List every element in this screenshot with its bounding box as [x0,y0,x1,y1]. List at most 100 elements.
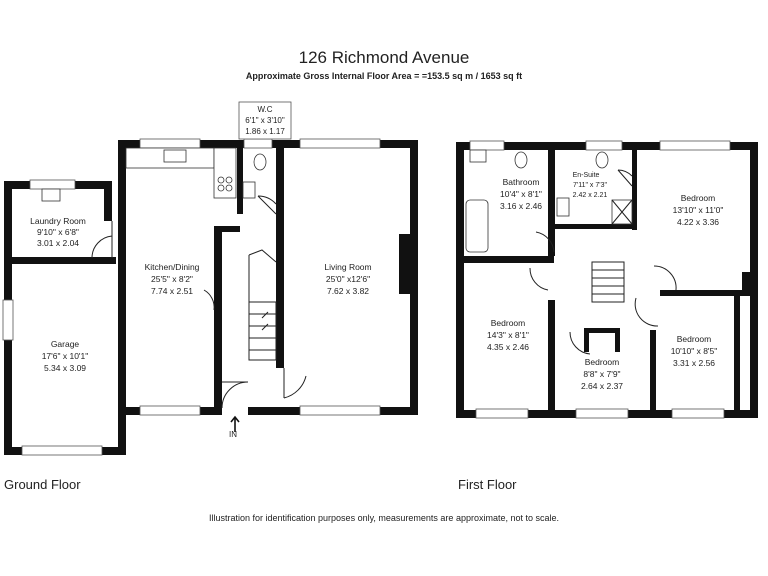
wall [464,256,554,263]
sink-icon [163,149,187,163]
entrance-label: IN [229,430,237,439]
room-name-laundry: Laundry Room [30,216,86,226]
wall [548,300,555,410]
room-size-imperial-kitchen: 25'5" x 8'2" [151,274,193,284]
room-size-metric-wc: 1.86 x 1.17 [245,127,285,136]
wall [632,150,637,230]
stair-direction-arrow [261,311,269,331]
basin-icon [242,181,256,199]
wall [584,328,620,333]
wall [118,140,126,415]
room-size-imperial-garage: 17'6" x 10'1" [42,351,89,361]
room-size-metric-garage: 5.34 x 3.09 [44,363,86,373]
window [475,408,529,419]
wall [650,330,656,410]
window [659,140,731,151]
door-swing [203,289,215,311]
window [469,140,505,151]
window [299,138,381,149]
room-name-ensuite: En-Suite [573,172,600,179]
door-swing [653,265,677,291]
room-size-metric-bedroom-1: 4.22 x 3.36 [677,217,719,227]
door-swing [617,169,633,187]
basin-icon [469,149,487,163]
window [2,299,14,341]
room-size-imperial-laundry: 9'10" x 6'8" [37,227,79,237]
wall [118,405,126,455]
room-size-metric-bathroom: 3.16 x 2.46 [500,201,542,211]
room-name-bedroom-3: Bedroom [585,357,620,367]
wall [584,328,589,352]
wall [555,224,637,229]
sink-icon [41,188,61,202]
window [671,408,725,419]
room-size-imperial-bedroom-4: 10'10" x 8'5" [671,346,718,356]
room-size-metric-bedroom-2: 4.35 x 2.46 [487,342,529,352]
window [243,138,273,149]
first-floor-label: First Floor [458,477,517,492]
wall [456,142,464,418]
room-size-metric-kitchen: 7.74 x 2.51 [151,286,193,296]
hob-icon [225,184,233,192]
window [139,138,201,149]
room-size-imperial-bedroom-3: 8'8" x 7'9" [583,369,620,379]
room-size-imperial-ensuite: 7'11" x 7'3" [573,182,607,189]
chimney-breast [399,234,411,294]
wall [548,150,555,256]
wall [660,290,750,296]
wall [734,296,740,410]
ground-floor-plan: IN W.C 6'1" x 3'10" 1.86 x 1.17 Laundry … [2,101,418,456]
window [29,179,76,190]
room-size-metric-laundry: 3.01 x 2.04 [37,238,79,248]
room-name-garage: Garage [51,339,80,349]
toilet-icon [253,153,267,171]
wall [410,140,418,415]
hob-icon [217,184,225,192]
bathtub-icon [465,199,489,253]
room-size-metric-ensuite: 2.42 x 2.21 [573,192,608,199]
wall [214,226,240,232]
garage-door [21,445,103,456]
first-floor-plan: Bathroom 10'4" x 8'1" 3.16 x 2.46 En-Sui… [456,140,758,419]
wall [214,230,222,415]
door-swing [569,331,591,355]
wall [276,148,284,368]
room-size-metric-bedroom-4: 3.31 x 2.56 [673,358,715,368]
room-name-bedroom-1: Bedroom [681,193,716,203]
door-swing [283,368,307,399]
staircase [248,301,277,361]
wall [12,257,116,264]
room-name-bedroom-4: Bedroom [677,334,712,344]
staircase [591,261,625,303]
door-swing [634,297,659,327]
room-size-metric-bedroom-3: 2.64 x 2.37 [581,381,623,391]
room-name-kitchen: Kitchen/Dining [145,262,200,272]
shower-tray-icon [611,199,633,225]
basin-icon [556,197,570,217]
disclaimer-text: Illustration for identification purposes… [208,513,559,523]
wall [237,148,243,214]
door-swing [91,221,113,259]
window [299,405,381,416]
window [585,140,623,151]
room-name-wc: W.C [257,105,272,114]
hob-icon [225,176,233,184]
room-name-bathroom: Bathroom [503,177,540,187]
room-name-living: Living Room [324,262,371,272]
wc-label-box [238,101,292,140]
hob-icon [217,176,225,184]
room-size-imperial-bedroom-1: 13'10" x 11'0" [673,205,724,215]
window [139,405,201,416]
wall [104,181,112,221]
toilet-icon [514,151,528,169]
door-swing [529,267,549,291]
room-size-imperial-wc: 6'1" x 3'10" [245,116,285,125]
stair-treads [248,249,277,351]
door-swing [535,231,555,253]
room-size-imperial-living: 25'0" x12'6" [326,274,370,284]
wall [615,328,620,352]
room-size-metric-living: 7.62 x 3.82 [327,286,369,296]
entrance-arrow-icon [230,415,240,432]
room-size-imperial-bedroom-2: 14'3" x 8'1" [487,330,529,340]
